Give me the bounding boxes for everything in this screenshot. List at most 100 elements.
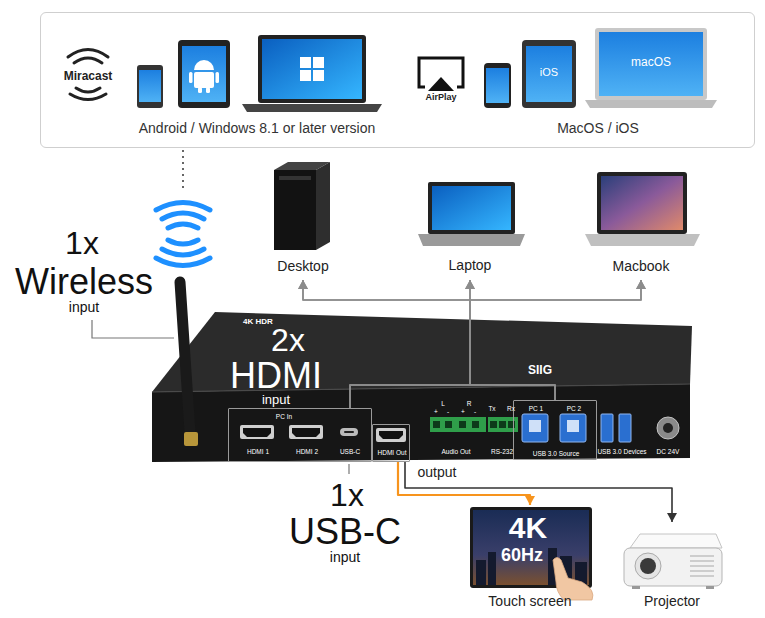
arrow-head xyxy=(298,280,308,289)
projector-lens xyxy=(640,558,656,574)
usb-b-port-inner xyxy=(529,420,541,432)
callout-text: input xyxy=(330,550,360,565)
projector-vents xyxy=(690,556,714,576)
projector-foot xyxy=(632,586,640,589)
text-label: 60Hz xyxy=(501,546,543,566)
usbc-port xyxy=(340,428,358,436)
desktop-side xyxy=(316,162,330,250)
port-label: PC In xyxy=(276,413,292,420)
laptop-icon xyxy=(258,35,366,103)
os-panel: Android / Windows 8.1 or later versionMa… xyxy=(40,12,755,148)
arrow-head xyxy=(525,496,535,505)
usb-b-port xyxy=(560,414,586,442)
dc-jack-inner xyxy=(663,423,673,433)
connector-line xyxy=(470,280,555,400)
connector-line xyxy=(303,280,555,400)
port-label: HDMI 2 xyxy=(296,448,318,455)
laptop-screen xyxy=(432,186,511,230)
hdmi-out-port xyxy=(376,428,406,442)
usb-b-port-inner xyxy=(567,420,579,432)
phone-icon xyxy=(137,65,163,108)
text-label: Android / Windows 8.1 or later version xyxy=(139,121,376,136)
laptop-icon xyxy=(428,182,515,234)
antenna xyxy=(180,282,190,432)
screen-text: macOS xyxy=(631,56,671,69)
laptop-base xyxy=(418,234,525,246)
usb-a-port xyxy=(601,414,613,442)
terminal-holes xyxy=(433,421,479,428)
callout-text: input xyxy=(69,300,99,315)
logo-text: Miracast xyxy=(64,70,113,83)
arrow-head xyxy=(636,280,646,289)
android-robot xyxy=(189,60,219,93)
hdmi-port xyxy=(289,425,323,439)
terminal-holes xyxy=(490,421,515,428)
port-label: L xyxy=(441,400,445,407)
port-label: PC 2 xyxy=(567,405,581,412)
heading-text: input xyxy=(262,393,290,407)
macbook-screen xyxy=(601,176,683,230)
port-label: USB 3.0 Source xyxy=(533,450,580,457)
touch-screen-node: 4K60HzTouch screen xyxy=(468,505,592,615)
arrow-head xyxy=(636,280,646,289)
projector-node: Projector xyxy=(612,522,732,615)
port-label: PC 1 xyxy=(529,405,543,412)
macbook-icon xyxy=(597,172,687,234)
port-label: USB 3.0 Devices xyxy=(597,448,646,455)
pin-label: Tx xyxy=(488,405,495,412)
arrow-head xyxy=(465,280,475,289)
text-label: Macbook xyxy=(613,259,670,274)
touch-screen-bezel xyxy=(470,507,592,588)
heading-text: 2x xyxy=(271,323,305,358)
phone-screen xyxy=(139,70,161,102)
ipad-icon xyxy=(522,40,576,108)
arrow-head xyxy=(298,280,308,289)
port-label: HDMI 1 xyxy=(247,448,269,455)
hdmi-out-port-inner xyxy=(379,431,403,439)
port-label: DC 24V xyxy=(657,448,680,455)
connector-line xyxy=(398,462,530,505)
ipad-screen xyxy=(526,46,572,102)
desktop-bay xyxy=(279,176,311,180)
logo-text: AirPlay xyxy=(425,93,456,103)
port-label: HDMI Out xyxy=(378,449,407,456)
brand-text: SIIG xyxy=(528,364,552,377)
computer-node: Desktop xyxy=(266,160,340,280)
text-label: 4K xyxy=(509,511,547,544)
usbc-port-inner xyxy=(344,431,354,433)
callout-text: Wireless xyxy=(15,262,153,302)
computer-node: Laptop xyxy=(415,172,525,280)
chassis-front xyxy=(152,384,690,462)
text-label: Touch screen xyxy=(488,594,571,609)
projector-lens-ring xyxy=(635,553,661,579)
computer-node: Macbook xyxy=(580,168,702,280)
output-port-group: HDMI Out xyxy=(372,424,410,462)
callout-text: 1x xyxy=(65,226,99,261)
hdmi-port-inner xyxy=(292,428,320,437)
hdmi-port-inner xyxy=(243,428,271,437)
airplay-triangle xyxy=(428,77,454,91)
pin-label: Rx xyxy=(507,405,515,412)
laptop-screen xyxy=(262,39,362,99)
wireless-dotted-line xyxy=(182,150,184,192)
input-port-group: 2xHDMIinputPC InHDMI 1HDMI 2USB-C xyxy=(228,408,372,462)
arrow-head xyxy=(465,280,475,289)
port-label: Audio Out xyxy=(442,448,471,455)
port-label: USB-C xyxy=(340,448,360,455)
arrow-head xyxy=(667,513,677,522)
heading-text: HDMI xyxy=(230,356,322,396)
text-label: Projector xyxy=(644,594,700,609)
iphone-icon xyxy=(484,63,511,108)
laptop-base xyxy=(242,104,382,112)
usb-source-group: PC 1 PC 2 USB 3.0 Source xyxy=(513,400,597,460)
dc-jack xyxy=(657,417,679,439)
macbook-icon xyxy=(595,28,707,100)
windows-logo xyxy=(300,57,324,81)
macbook-base xyxy=(585,234,700,246)
screen-text: iOS xyxy=(540,66,558,78)
iphone-screen xyxy=(486,68,509,103)
usb-b-port xyxy=(522,414,548,442)
edge-label: output xyxy=(416,465,459,480)
projector-body xyxy=(624,548,722,586)
projector-foot xyxy=(706,586,714,589)
